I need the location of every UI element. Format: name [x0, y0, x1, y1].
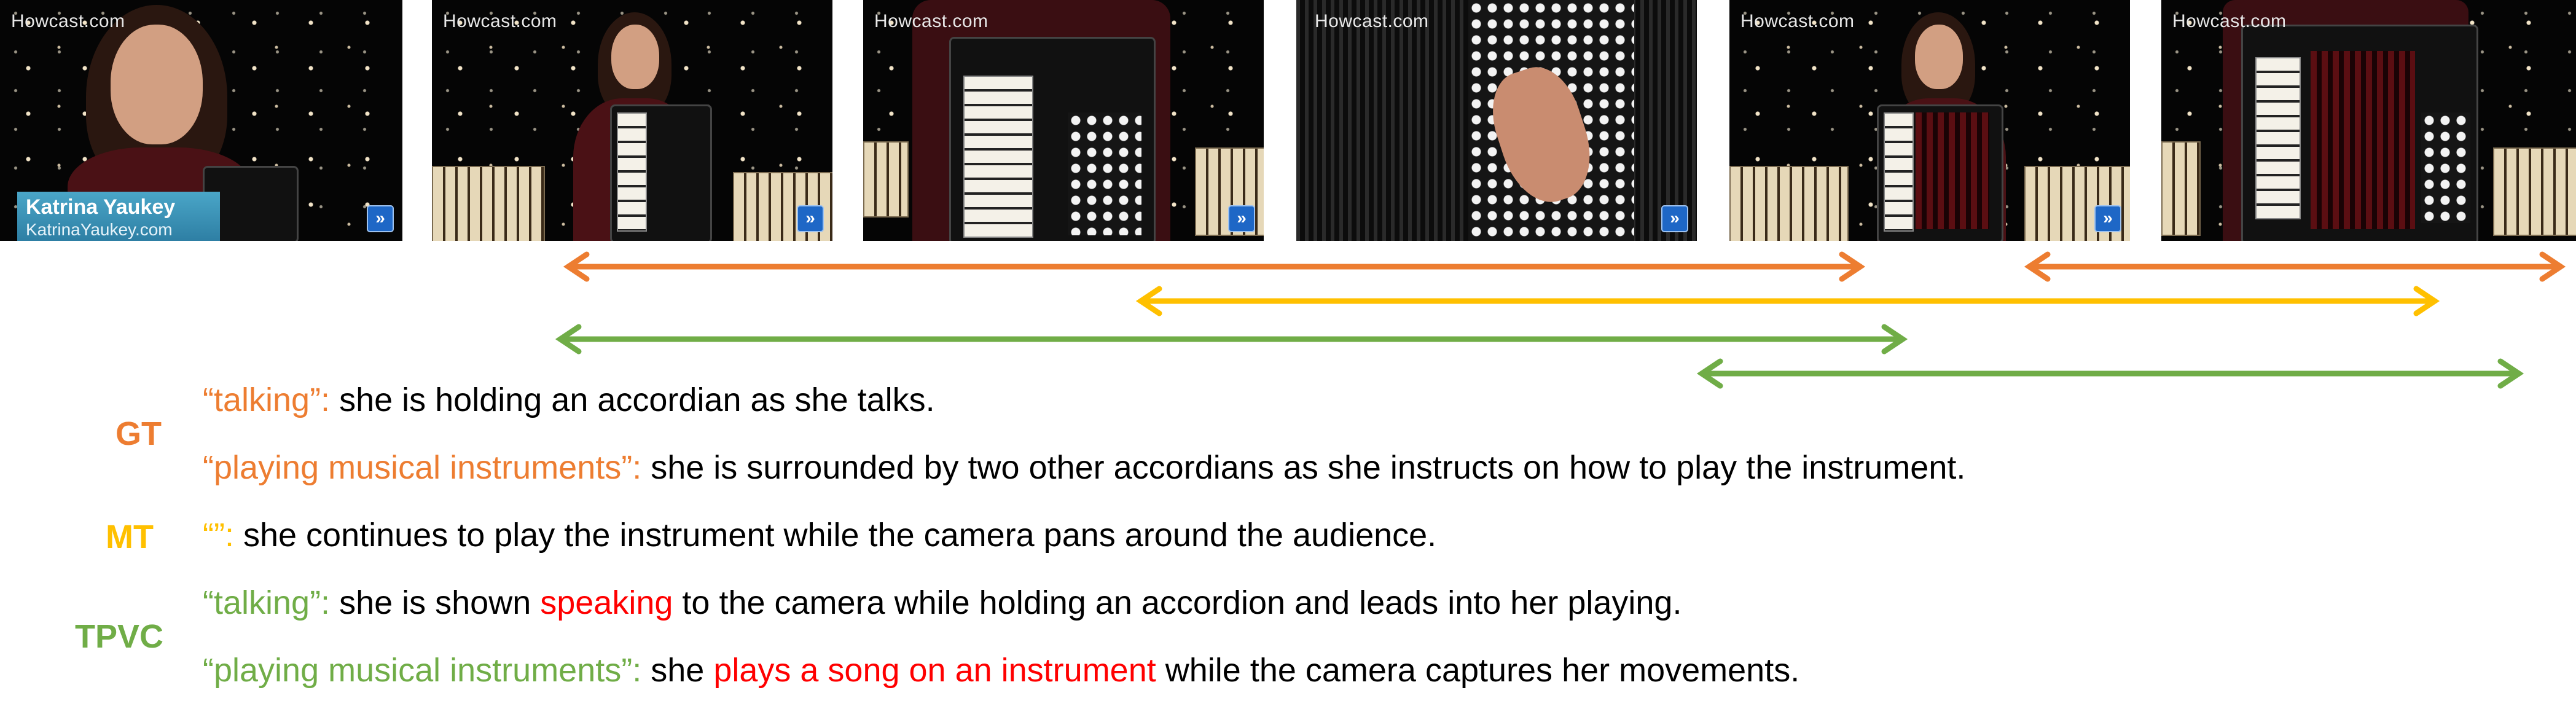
gt-segment-2-arrow	[2024, 251, 2566, 282]
howcast-logo: Howcast.com	[11, 11, 125, 31]
caption-highlight: speaking	[540, 584, 673, 621]
label-tpvc: TPVC	[75, 618, 164, 655]
gt-caption-row-1: “talking”: she is holding an accordian a…	[203, 381, 935, 419]
caption-text-post: while the camera captures her movements.	[1156, 652, 1800, 689]
caption-tag: “talking”:	[203, 382, 331, 418]
tpvc-segment-1-arrow	[555, 324, 1908, 355]
caption-text-post: to the camera while holding an accordion…	[673, 584, 1682, 621]
video-frame-5: Howcast.com »	[1729, 0, 2130, 241]
video-frame-6: Howcast.com	[2161, 0, 2576, 241]
corner-badge-icon: »	[797, 205, 824, 232]
video-frame-4: Howcast.com »	[1296, 0, 1697, 241]
mt-caption-row: “”: she continues to play the instrument…	[203, 516, 1436, 554]
howcast-logo: Howcast.com	[443, 11, 557, 31]
lower-third-caption: Katrina Yaukey KatrinaYaukey.com	[17, 192, 220, 241]
caption-text-pre: she is shown	[330, 584, 541, 621]
howcast-logo: Howcast.com	[1740, 11, 1855, 31]
howcast-logo: Howcast.com	[874, 11, 989, 31]
caption-tag: “”:	[203, 517, 234, 554]
caption-name: Katrina Yaukey	[26, 195, 176, 219]
caption-tag: “playing musical instruments”:	[203, 449, 642, 486]
mt-segment-arrow	[1135, 286, 2440, 316]
tpvc-caption-row-1: “talking”: she is shown speaking to the …	[203, 584, 1681, 622]
howcast-logo: Howcast.com	[1315, 11, 1429, 31]
caption-tag: “playing musical instruments”:	[203, 652, 642, 689]
accordion-graphic	[2241, 25, 2478, 241]
corner-badge-icon: »	[2094, 205, 2121, 232]
label-gt: GT	[115, 415, 162, 452]
caption-site: KatrinaYaukey.com	[26, 220, 173, 239]
video-frame-1: Howcast.com Katrina Yaukey KatrinaYaukey…	[0, 0, 402, 241]
gt-caption-row-2: “playing musical instruments”: she is su…	[203, 449, 1965, 487]
video-frame-3: Howcast.com »	[863, 0, 1264, 241]
accordion-graphic	[949, 37, 1156, 241]
background-accordion-left	[863, 141, 909, 217]
accordion-graphic	[610, 104, 712, 241]
caption-highlight: plays a song on an instrument	[713, 652, 1156, 689]
background-accordion-left	[432, 166, 545, 241]
video-frame-strip: Howcast.com Katrina Yaukey KatrinaYaukey…	[0, 0, 2576, 241]
label-mt: MT	[106, 519, 154, 555]
tpvc-caption-row-2: “playing musical instruments”: she plays…	[203, 651, 1799, 689]
corner-badge-icon: »	[1661, 205, 1688, 232]
caption-text: she is holding an accordian as she talks…	[330, 382, 935, 418]
temporal-segment-arrows	[555, 251, 2566, 389]
howcast-logo: Howcast.com	[2172, 11, 2287, 31]
corner-badge-icon: »	[367, 205, 394, 232]
corner-badge-icon: »	[1228, 205, 1255, 232]
background-accordion-left	[1729, 166, 1849, 241]
gt-segment-1-arrow	[563, 251, 1866, 282]
caption-text: she continues to play the instrument whi…	[233, 517, 1437, 554]
accordion-graphic	[1877, 104, 2003, 241]
caption-text-pre: she	[641, 652, 714, 689]
background-accordion-left	[2161, 141, 2201, 236]
background-accordion-right	[2493, 147, 2576, 236]
caption-text: she is surrounded by two other accordian…	[641, 449, 1966, 486]
video-frame-2: Howcast.com »	[432, 0, 832, 241]
tpvc-segment-2-arrow	[1696, 358, 2524, 389]
caption-tag: “talking”:	[203, 584, 331, 621]
